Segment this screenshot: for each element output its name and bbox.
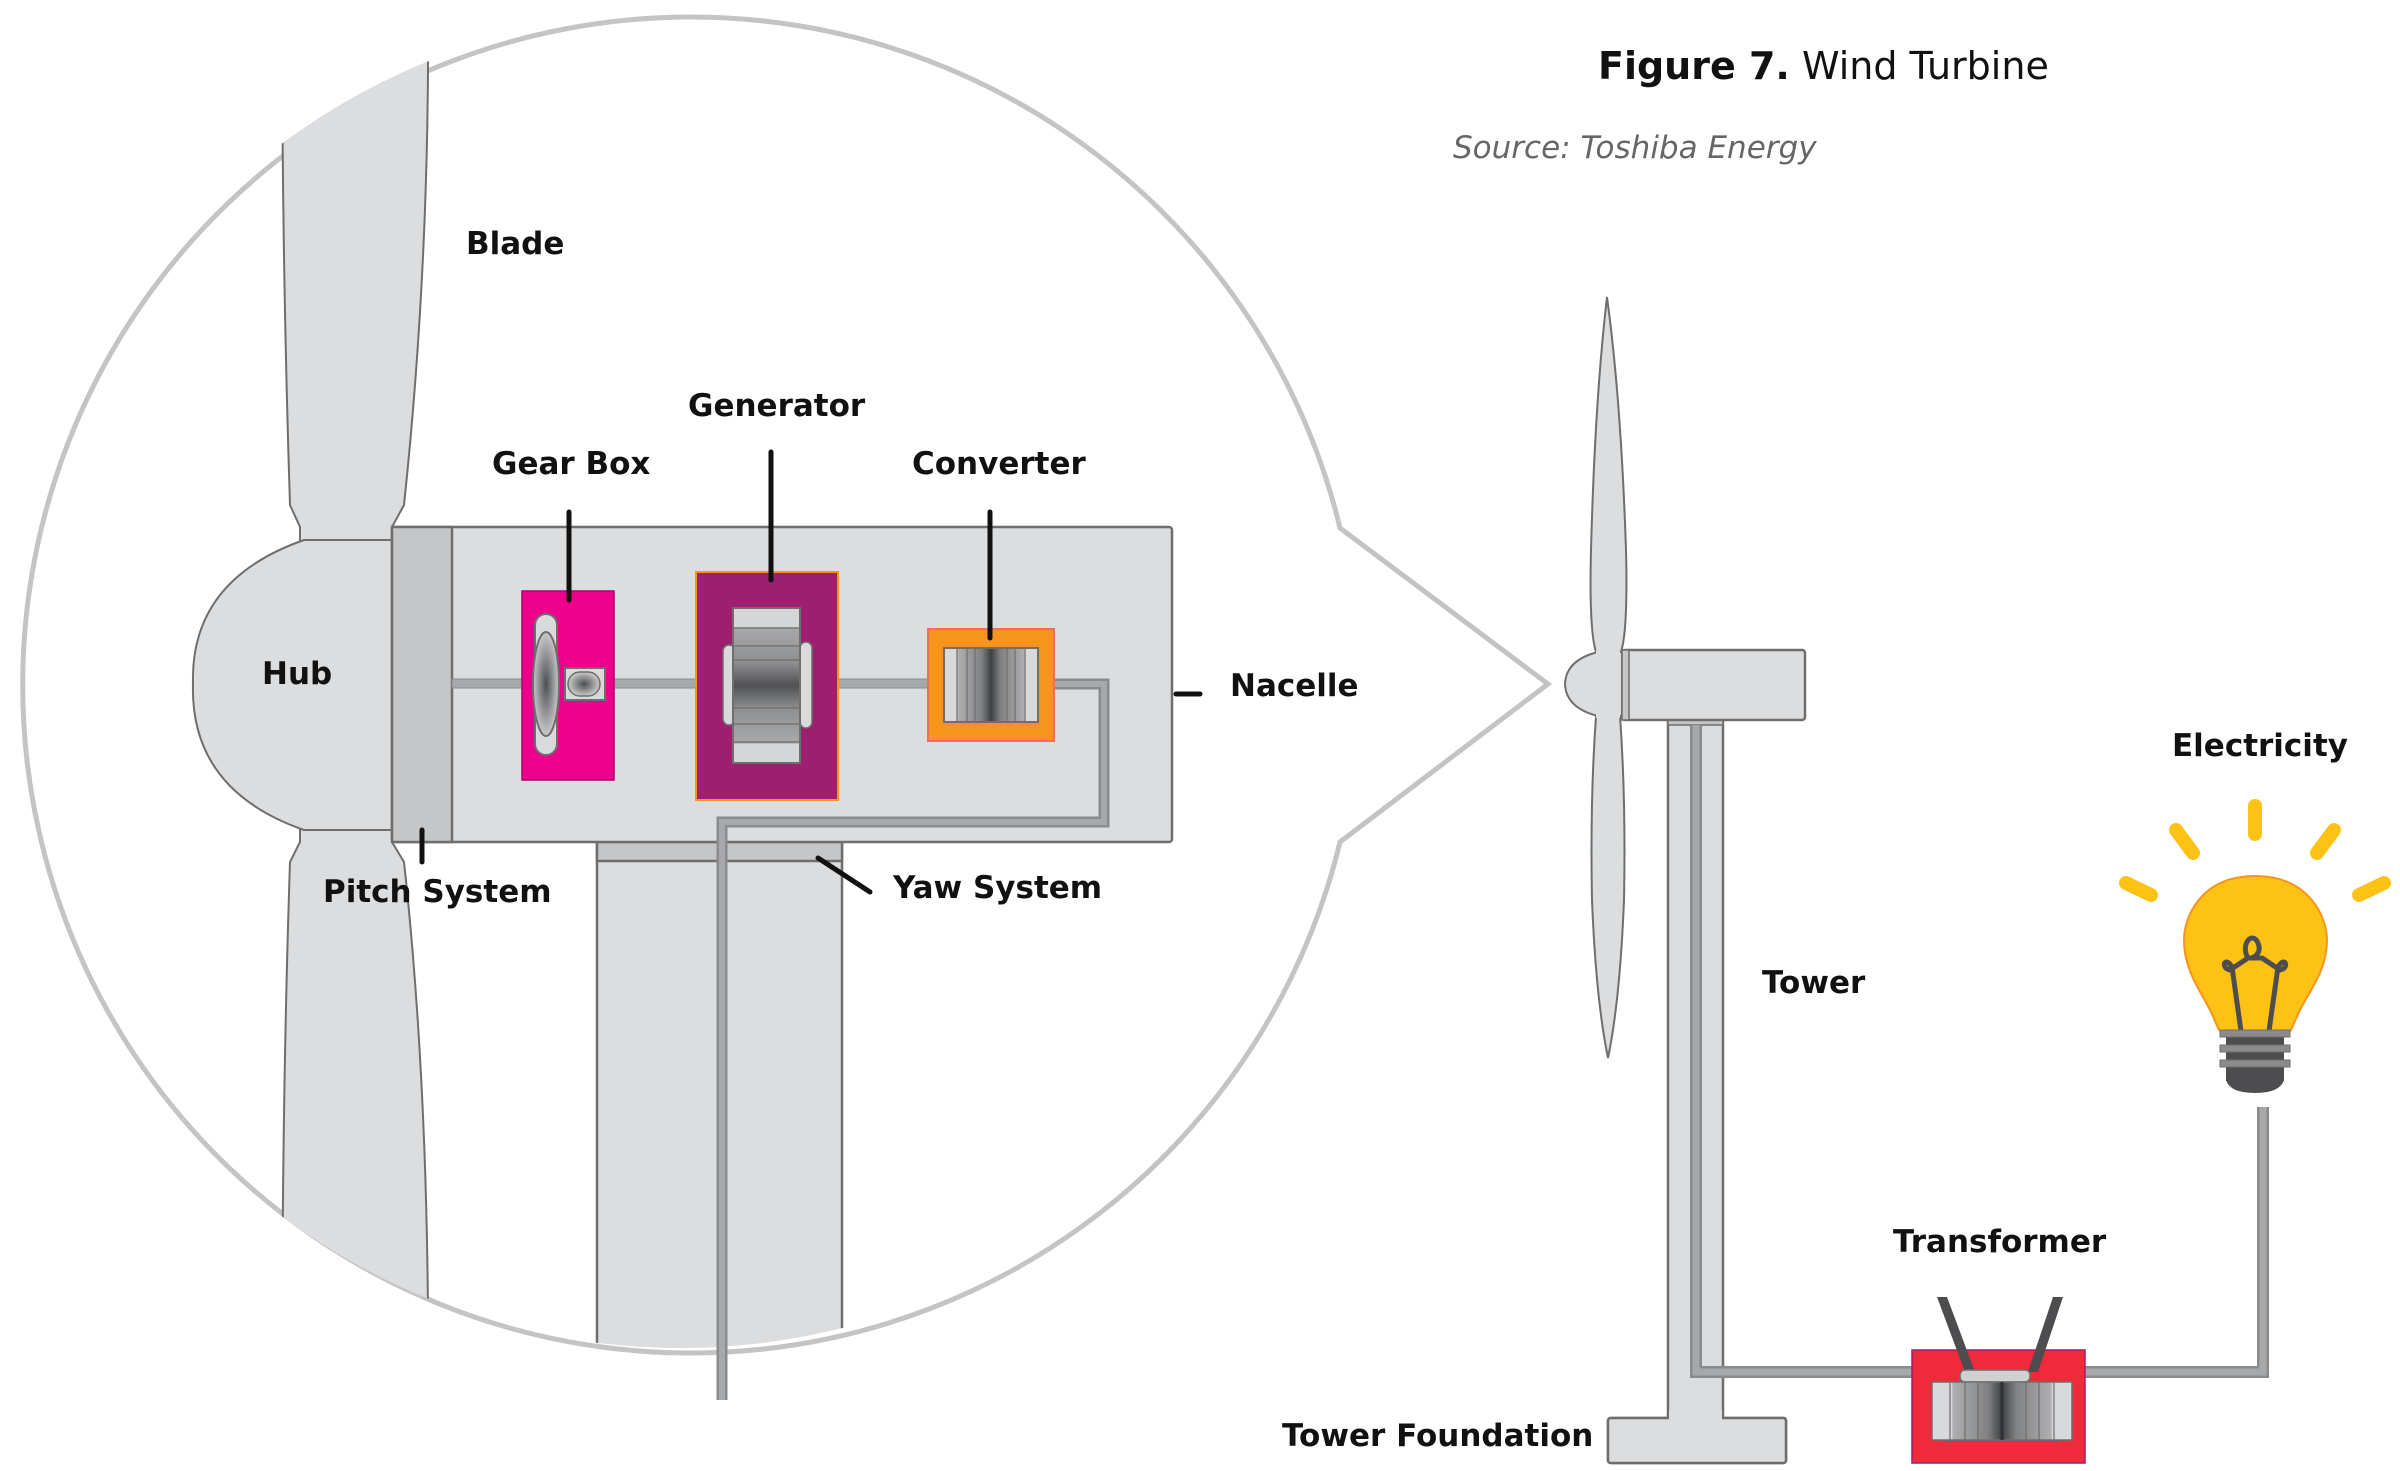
lightbulb-icon: Electricity xyxy=(2119,728,2391,1093)
full-turbine: Tower Tower Foundation xyxy=(1282,296,2269,1465)
pitch-system-band xyxy=(390,525,454,844)
figure-title: Figure 7. Wind Turbine xyxy=(1598,44,2049,88)
label-pitch-system: Pitch System xyxy=(323,874,552,910)
transformer: Transformer xyxy=(1893,1224,2107,1464)
figure-source: Source: Toshiba Energy xyxy=(1453,130,1817,166)
light-rays xyxy=(2119,799,2391,902)
label-tower: Tower xyxy=(1762,965,1866,1001)
power-cable xyxy=(1690,725,2269,1378)
turbine-blade-upper xyxy=(1589,296,1628,653)
turbine-hub xyxy=(1563,650,1599,718)
yaw-system-leader xyxy=(815,855,873,895)
label-generator: Generator xyxy=(688,388,866,424)
turbine-blade-lower xyxy=(1590,715,1626,1059)
generator xyxy=(695,571,839,801)
gear-box xyxy=(521,590,615,781)
converter xyxy=(927,628,1055,742)
turbine-nacelle xyxy=(1620,648,1807,722)
label-yaw-system: Yaw System xyxy=(892,870,1102,906)
figure-title-text: Wind Turbine xyxy=(1801,44,2049,88)
magnifier-detail-view: Blade Hub Gear Box Generator Converter N… xyxy=(20,12,1553,1400)
label-electricity: Electricity xyxy=(2172,728,2348,764)
figure-number: Figure 7. xyxy=(1598,44,1790,88)
label-tower-foundation: Tower Foundation xyxy=(1282,1418,1593,1454)
label-gear-box: Gear Box xyxy=(492,446,650,482)
label-blade: Blade xyxy=(466,226,564,262)
tower-foundation xyxy=(1606,1416,1788,1465)
label-nacelle: Nacelle xyxy=(1230,668,1359,704)
bulb-filament xyxy=(2221,935,2289,1032)
label-transformer: Transformer xyxy=(1893,1224,2107,1260)
label-hub: Hub xyxy=(262,656,332,692)
leader-lines xyxy=(419,449,1203,895)
bulb-tip xyxy=(2226,1080,2284,1093)
label-converter: Converter xyxy=(912,446,1086,482)
